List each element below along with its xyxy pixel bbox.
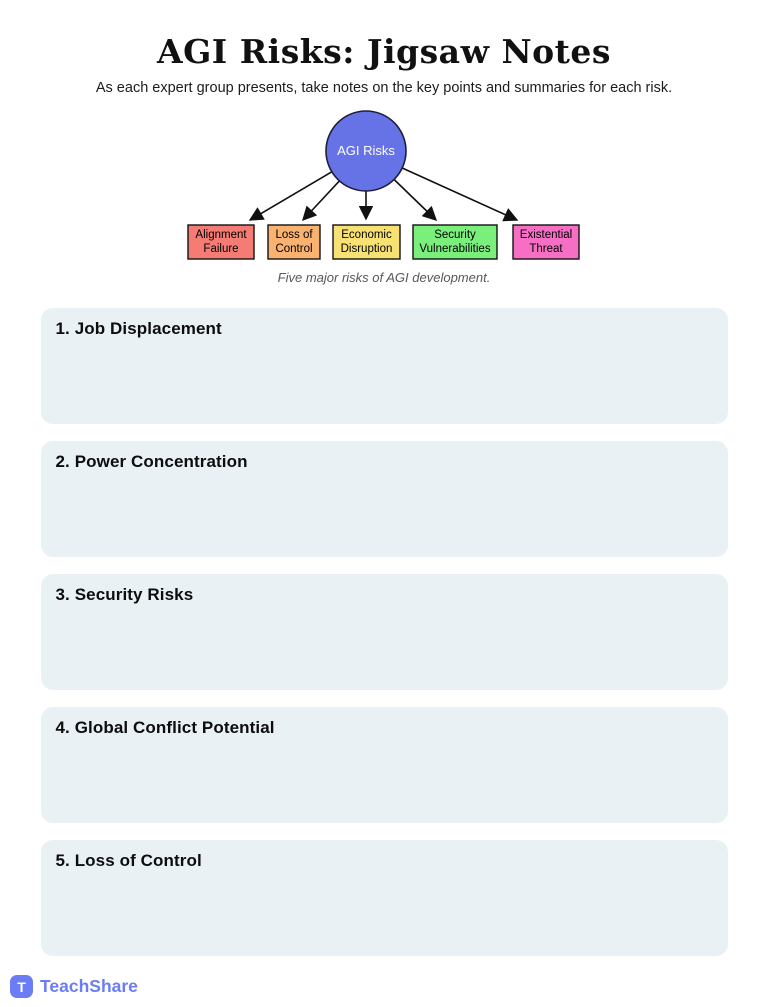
note-section-power-concentration: 2. Power Concentration <box>40 441 728 557</box>
diagram-node-security-vulnerabilities: Security Vulnerabilities <box>412 224 498 260</box>
note-heading: 5. Loss of Control <box>55 851 202 870</box>
diagram-node-alignment-failure: Alignment Failure <box>187 224 255 260</box>
note-section-security-risks: 3. Security Risks <box>40 574 728 690</box>
note-heading: 1. Job Displacement <box>55 319 222 338</box>
diagram-root-label: AGI Risks <box>337 143 395 158</box>
notes-area[interactable] <box>41 344 728 424</box>
diagram-node-existential-threat: Existential Threat <box>512 224 580 260</box>
note-heading: 2. Power Concentration <box>55 452 248 471</box>
svg-text:Economic: Economic <box>341 229 392 241</box>
note-section-loss-of-control: 5. Loss of Control <box>40 840 728 956</box>
svg-text:Vulnerabilities: Vulnerabilities <box>419 243 490 255</box>
svg-text:Failure: Failure <box>203 243 238 255</box>
worksheet-page: AGI Risks: Jigsaw Notes As each expert g… <box>0 32 768 1007</box>
diagram-node-loss-of-control: Loss of Control <box>267 224 321 260</box>
diagram-root-node <box>325 110 407 192</box>
teachshare-logo[interactable]: T TeachShare <box>10 975 138 998</box>
notes-area[interactable] <box>41 610 728 690</box>
svg-text:Loss of: Loss of <box>275 229 313 241</box>
svg-text:Alignment: Alignment <box>195 229 247 241</box>
teachshare-brand-name: TeachShare <box>40 976 138 996</box>
svg-text:Security: Security <box>434 229 476 241</box>
diagram-edge <box>248 171 333 221</box>
diagram-edge <box>393 178 438 222</box>
diagram-edge <box>401 167 519 222</box>
note-section-job-displacement: 1. Job Displacement <box>40 308 728 424</box>
page-title: AGI Risks: Jigsaw Notes <box>157 32 611 71</box>
svg-text:Control: Control <box>275 243 312 255</box>
note-heading: 4. Global Conflict Potential <box>55 718 275 737</box>
notes-area[interactable] <box>41 743 728 823</box>
notes-list: 1. Job Displacement 2. Power Concentrati… <box>0 308 768 956</box>
risk-diagram: AGI Risks Alignment Failure Loss of Cont… <box>0 108 768 285</box>
note-heading: 3. Security Risks <box>55 585 194 604</box>
note-section-global-conflict-potential: 4. Global Conflict Potential <box>40 707 728 823</box>
diagram-edge <box>302 180 340 222</box>
page-subtitle: As each expert group presents, take note… <box>95 80 673 96</box>
teachshare-icon: T <box>10 975 33 998</box>
diagram-caption: Five major risks of AGI development. <box>277 270 491 285</box>
diagram-node-economic-disruption: Economic Disruption <box>332 224 401 260</box>
notes-area[interactable] <box>41 477 728 557</box>
notes-area[interactable] <box>41 876 728 956</box>
page-footer: T TeachShare <box>10 975 768 998</box>
risk-diagram-graphic: AGI Risks Alignment Failure Loss of Cont… <box>187 110 580 260</box>
svg-text:Threat: Threat <box>529 243 563 255</box>
svg-text:Existential: Existential <box>520 229 572 241</box>
svg-text:Disruption: Disruption <box>341 243 393 255</box>
